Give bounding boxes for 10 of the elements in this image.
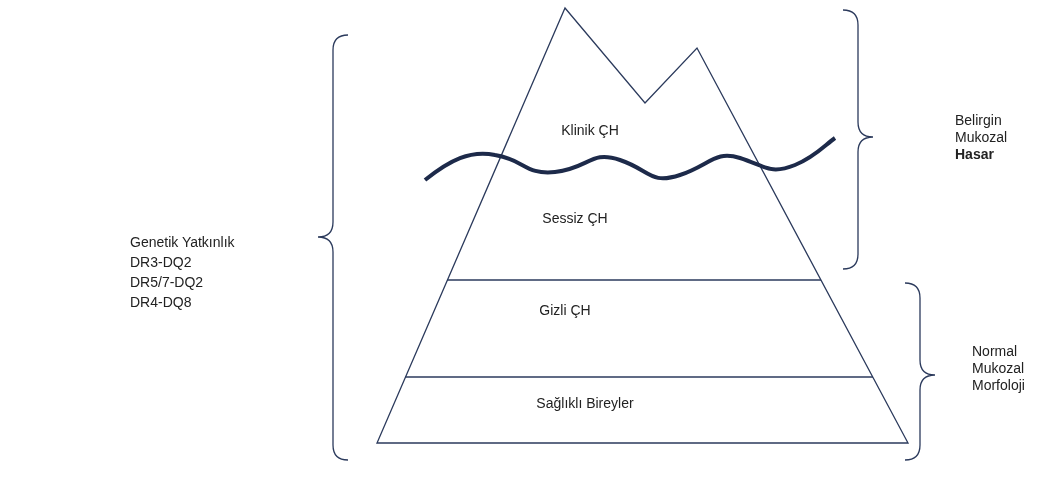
annotation-text: Belirgin Mukozal Hasar	[955, 112, 1009, 163]
annotation-text: DR3-DQ2	[130, 254, 192, 271]
annotation-text: Normal Mukozal Morfoloji	[972, 343, 1026, 394]
layer-label: Sağlıklı Bireyler	[536, 395, 634, 411]
annotation-text: DR5/7-DQ2	[130, 274, 204, 291]
annotation-text: Genetik Yatkınlık	[130, 234, 235, 251]
layer-label: Klinik ÇH	[561, 122, 619, 138]
annotation-text: DR4-DQ8	[130, 294, 192, 311]
layer-label: Gizli ÇH	[539, 302, 591, 318]
layer-label: Sessiz ÇH	[542, 210, 608, 226]
